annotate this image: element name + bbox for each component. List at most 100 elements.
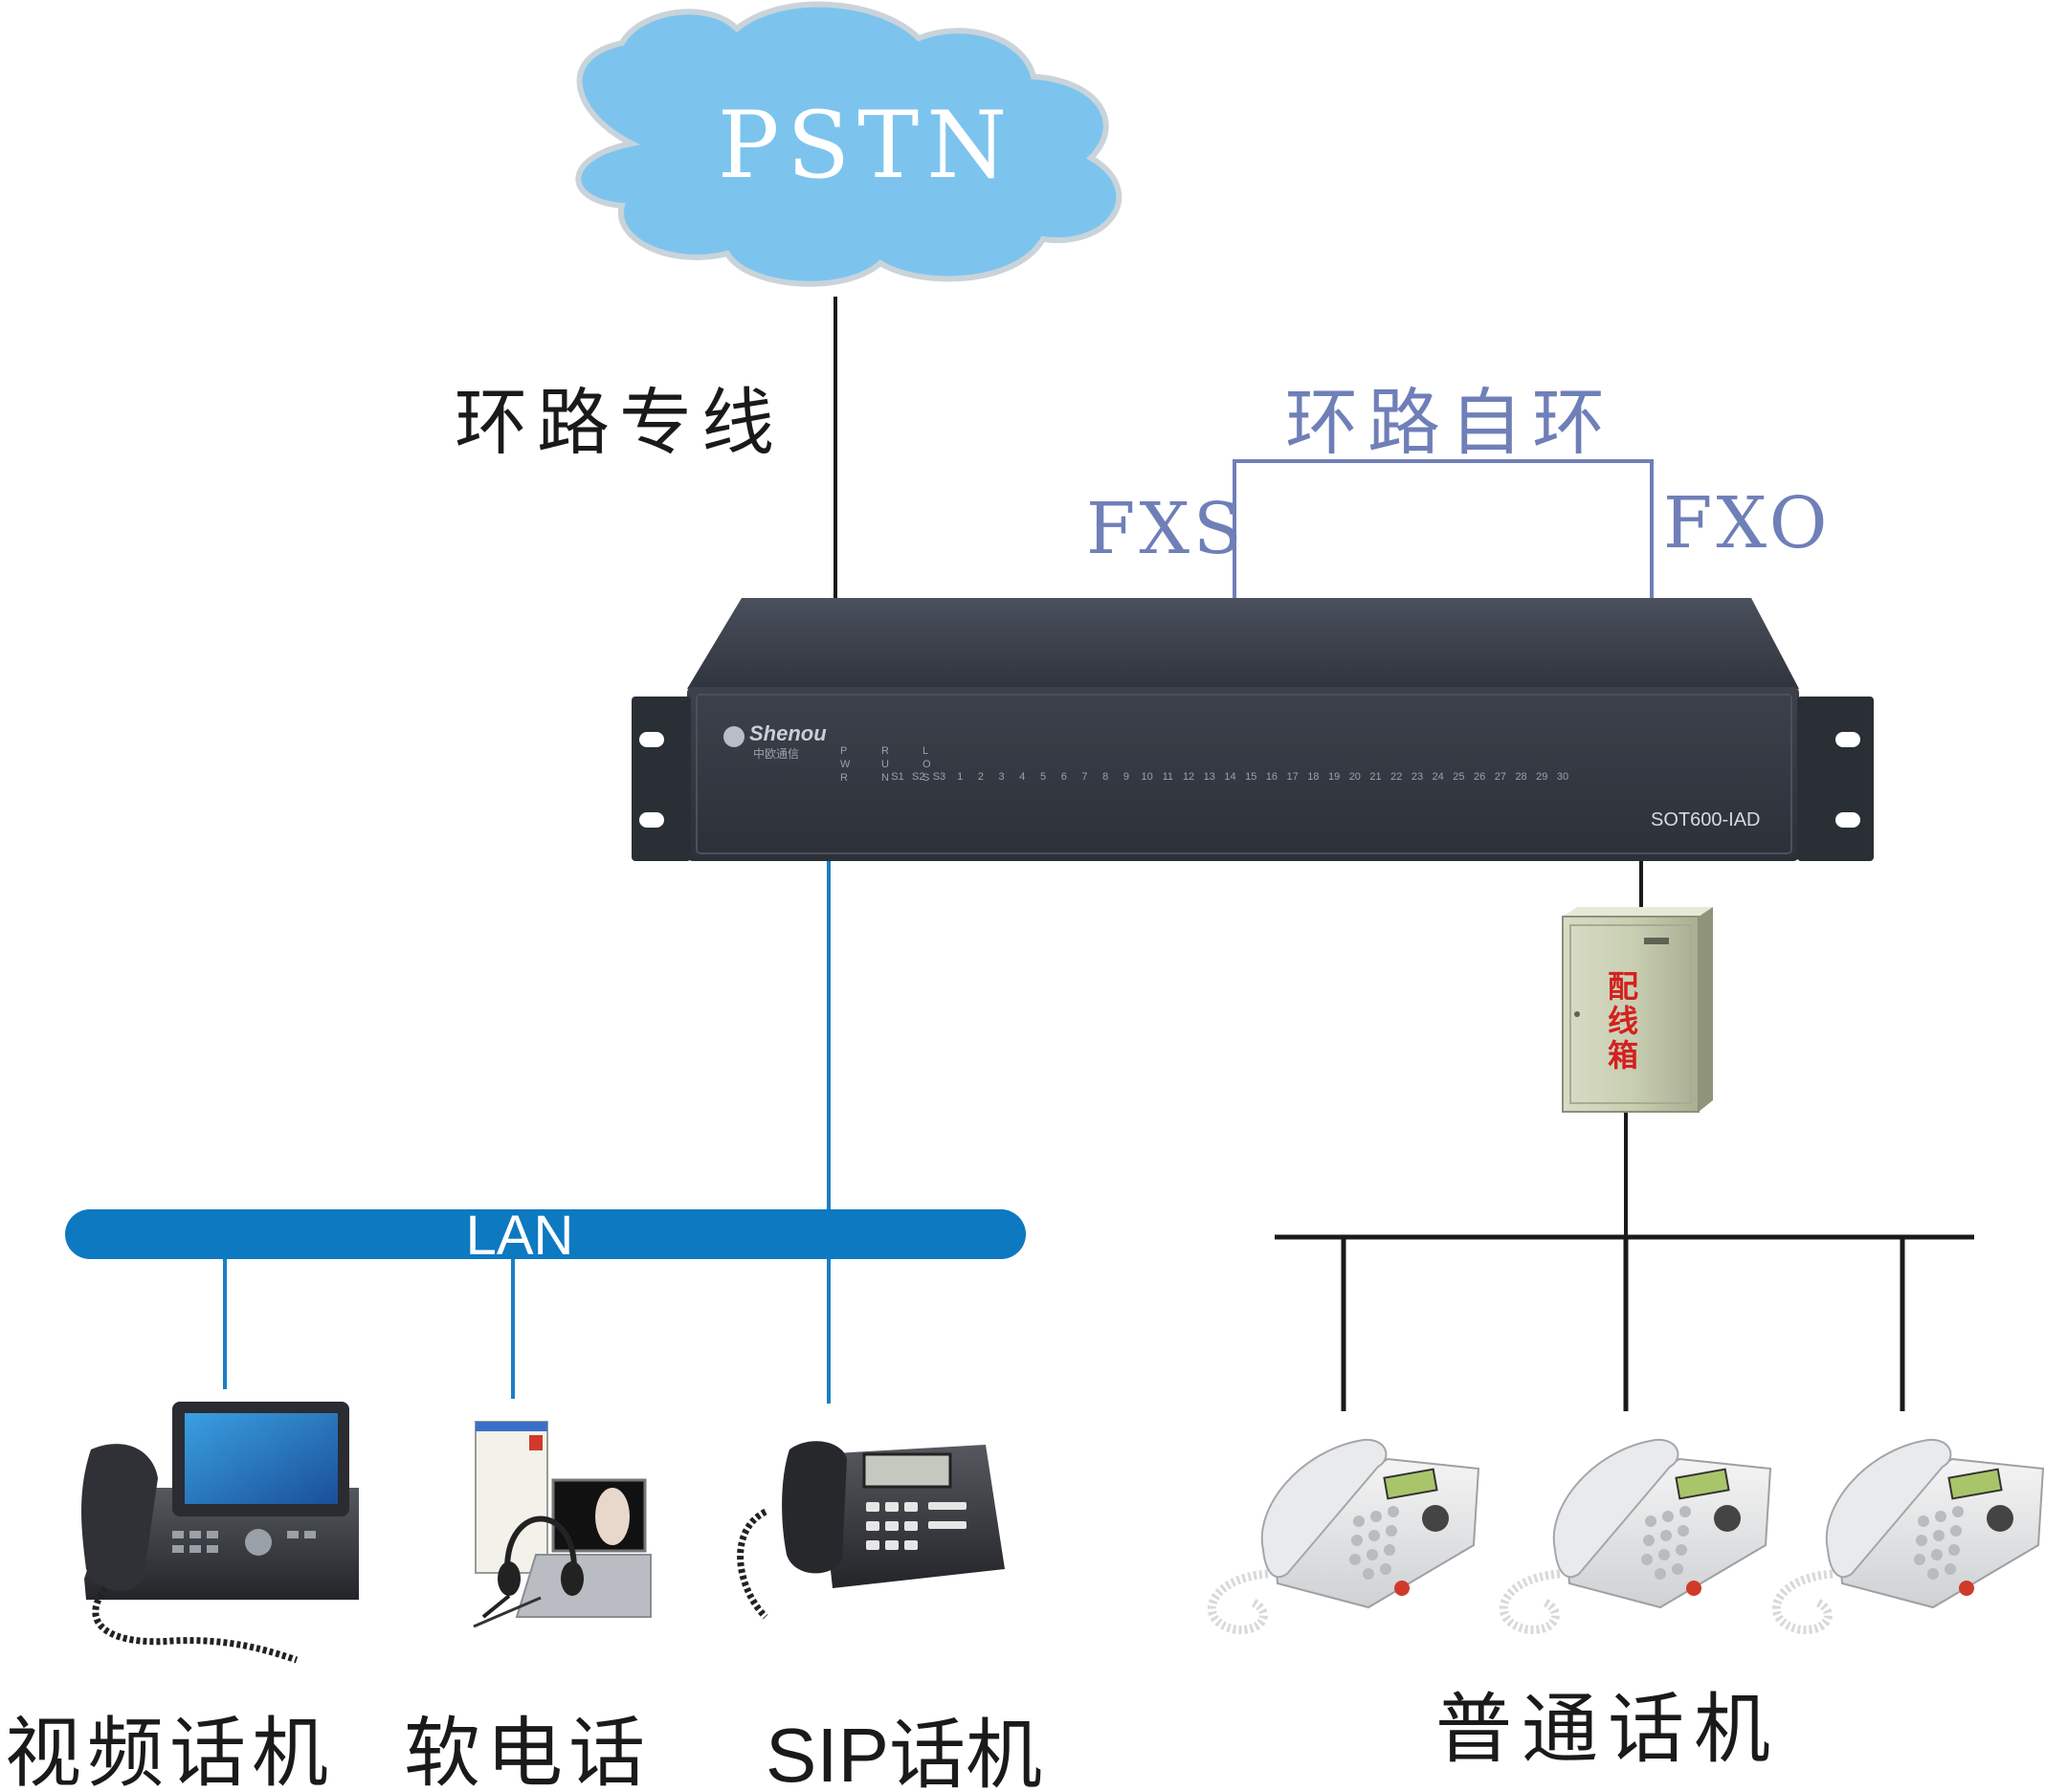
headset-cable bbox=[473, 1596, 542, 1628]
analog-phone-2-icon bbox=[1499, 1438, 1772, 1634]
laptop-base bbox=[515, 1554, 652, 1618]
port-label: 17 bbox=[1287, 771, 1299, 783]
status-led-letter: U bbox=[881, 759, 889, 770]
port-label: 23 bbox=[1411, 771, 1423, 783]
lan-bus bbox=[65, 1209, 1026, 1259]
port-label: 3 bbox=[999, 771, 1005, 783]
lan-bar: LAN bbox=[65, 1205, 1026, 1267]
analog-phone-handset bbox=[1825, 1438, 1952, 1579]
port-label: 4 bbox=[1019, 771, 1025, 783]
analog-phone-3-icon bbox=[1771, 1438, 2045, 1634]
analog-phone-red-button bbox=[1959, 1581, 1974, 1596]
ear-hole-right-top bbox=[1835, 732, 1860, 747]
video-phone-cord bbox=[92, 1585, 299, 1664]
video-phone-icon bbox=[81, 1402, 359, 1664]
status-led-letter: S bbox=[922, 772, 929, 784]
cabinet-top bbox=[1563, 907, 1713, 917]
loop-self-label: 环路自环 bbox=[1285, 380, 1614, 465]
cabinet-label-2: 线 bbox=[1608, 1004, 1638, 1038]
status-led-letter: R bbox=[881, 745, 889, 757]
port-label: 10 bbox=[1142, 771, 1153, 783]
port-label: 11 bbox=[1163, 771, 1173, 783]
port-label: 16 bbox=[1266, 771, 1278, 783]
port-label: 30 bbox=[1557, 771, 1568, 783]
sip-phone-cord bbox=[737, 1508, 768, 1620]
analog-phone-handset bbox=[1260, 1438, 1388, 1579]
port-label: 20 bbox=[1349, 771, 1361, 783]
port-label: 24 bbox=[1433, 771, 1444, 783]
cabinet-body bbox=[1562, 916, 1700, 1113]
analog-phone-cord bbox=[1207, 1569, 1269, 1634]
port-label: 12 bbox=[1183, 771, 1194, 783]
analog-phone-red-button bbox=[1394, 1581, 1410, 1596]
cabinet-label-3: 箱 bbox=[1608, 1038, 1638, 1073]
distribution-cabinet: 配 线 箱 bbox=[1562, 907, 1713, 1113]
analog-phone-navpad bbox=[1987, 1505, 2013, 1532]
headset-mic bbox=[481, 1594, 511, 1619]
status-led-letter: O bbox=[922, 759, 931, 770]
ear-hole-right-bottom bbox=[1835, 812, 1860, 828]
sip-phone-icon bbox=[737, 1441, 1005, 1620]
port-label: 21 bbox=[1369, 771, 1381, 783]
loop-line-label: 环路专线 bbox=[455, 380, 784, 465]
rack-ear-left bbox=[632, 697, 691, 861]
port-label: S1 bbox=[891, 771, 903, 783]
soft-phone-icon bbox=[473, 1421, 652, 1628]
normal-phone-label: 普通话机 bbox=[1435, 1685, 1780, 1774]
brand-name: Shenou bbox=[749, 721, 827, 745]
device-front bbox=[687, 687, 1799, 861]
laptop-screen-image bbox=[595, 1488, 630, 1545]
device-front-inset bbox=[696, 694, 1792, 854]
cabinet-side bbox=[1699, 907, 1713, 1112]
port-label: S2 bbox=[912, 771, 924, 783]
ear-hole-left-bottom bbox=[639, 812, 664, 828]
cabinet-door bbox=[1569, 924, 1692, 1104]
brand-subname: 中欧通信 bbox=[753, 746, 799, 761]
port-label: 2 bbox=[978, 771, 984, 783]
cabinet-label-1: 配 bbox=[1608, 969, 1638, 1004]
cabinet-handle-icon bbox=[1574, 1011, 1580, 1017]
analog-phone-cord bbox=[1499, 1569, 1561, 1634]
loop-self-line bbox=[1233, 459, 1654, 598]
rack-ear-right bbox=[1797, 697, 1874, 861]
analog-phone-navpad bbox=[1714, 1505, 1741, 1532]
status-led-letter: P bbox=[840, 745, 847, 757]
port-label: 7 bbox=[1081, 771, 1087, 783]
status-led-letter: N bbox=[881, 772, 889, 784]
cabinet-nameplate bbox=[1644, 938, 1669, 944]
sip-phone-screen bbox=[862, 1452, 952, 1489]
cloud-shape bbox=[575, 1, 1123, 287]
port-label: 14 bbox=[1224, 771, 1235, 783]
port-label: 27 bbox=[1495, 771, 1506, 783]
ear-hole-left-top bbox=[639, 732, 664, 747]
port-label: 15 bbox=[1245, 771, 1256, 783]
port-label: 28 bbox=[1515, 771, 1526, 783]
status-led-letter: L bbox=[922, 745, 928, 757]
pstn-cloud: PSTN bbox=[575, 1, 1123, 287]
video-phone-screen bbox=[185, 1413, 338, 1504]
analog-phone-screen bbox=[1383, 1468, 1438, 1500]
analog-phone-1-icon bbox=[1207, 1438, 1480, 1634]
analog-phone-navpad bbox=[1422, 1505, 1449, 1532]
port-label: 25 bbox=[1453, 771, 1464, 783]
port-label: S3 bbox=[933, 771, 945, 783]
analog-phone-screen bbox=[1675, 1468, 1730, 1500]
lan-label: LAN bbox=[466, 1205, 574, 1267]
port-label: 22 bbox=[1390, 771, 1402, 783]
headset-ear-left bbox=[498, 1561, 521, 1596]
port-label: 13 bbox=[1204, 771, 1215, 783]
headset-ear-right bbox=[561, 1561, 584, 1596]
sip-phone-handset bbox=[782, 1441, 847, 1574]
fxo-label: FXO bbox=[1663, 482, 1831, 564]
softphone-titlebar bbox=[476, 1422, 547, 1431]
port-label: 29 bbox=[1536, 771, 1547, 783]
device-top bbox=[687, 598, 1799, 689]
port-label: 26 bbox=[1474, 771, 1485, 783]
port-label: 1 bbox=[957, 771, 963, 783]
softphone-red-button bbox=[529, 1435, 543, 1450]
device-model: SOT600-IAD bbox=[1651, 809, 1760, 830]
pstn-label: PSTN bbox=[718, 92, 1014, 199]
